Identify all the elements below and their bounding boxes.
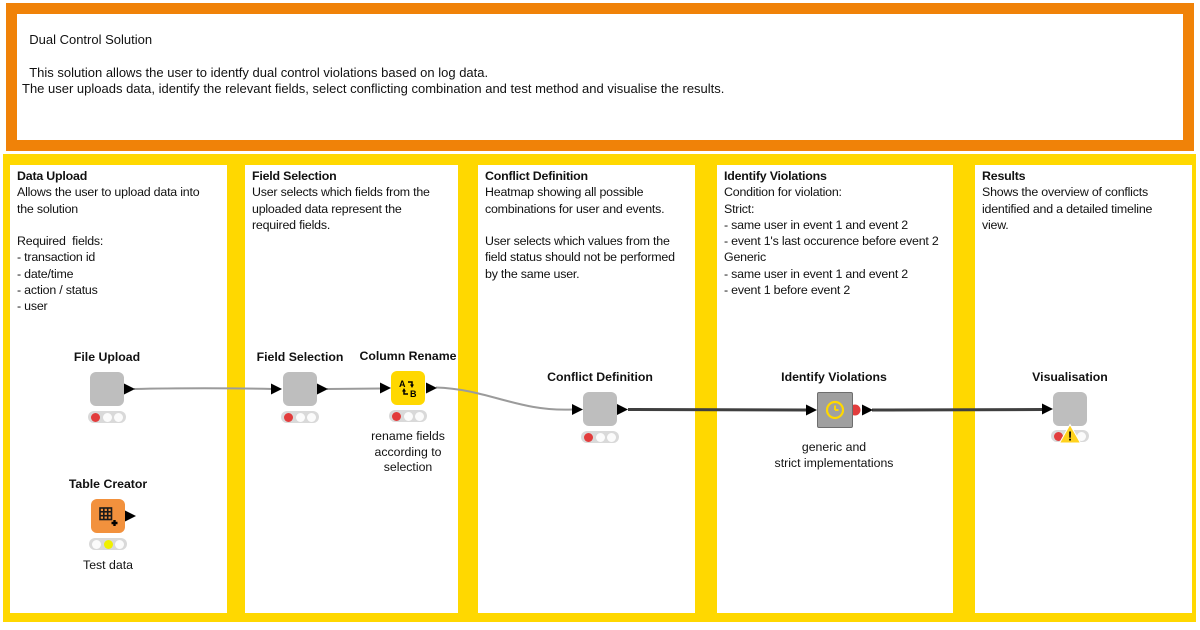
annotation-panel-results: Results Shows the overview of conflicts … bbox=[975, 165, 1192, 613]
connection-fieldselection-columnrename[interactable] bbox=[326, 387, 383, 390]
status-off-dot bbox=[115, 539, 124, 549]
status-red-dot bbox=[1054, 431, 1063, 441]
workflow-title: Dual Control Solution bbox=[29, 31, 153, 47]
status-off-dot bbox=[92, 539, 101, 549]
panel-body: Heatmap showing all possible combination… bbox=[485, 185, 675, 281]
node-visualisation[interactable]: Visualisation ! bbox=[1032, 370, 1108, 444]
status-off-dot bbox=[307, 412, 316, 422]
node-comment: generic and strict implementations bbox=[774, 440, 894, 470]
svg-text:B: B bbox=[410, 389, 417, 399]
node-label: File Upload bbox=[73, 350, 141, 364]
output-port-icon-column-rename[interactable] bbox=[426, 382, 437, 394]
svg-text:A: A bbox=[399, 379, 406, 389]
node-body-visualisation[interactable] bbox=[1053, 392, 1087, 426]
output-port-icon-table-creator[interactable] bbox=[125, 510, 136, 522]
input-port-icon-visualisation[interactable] bbox=[1042, 403, 1053, 415]
input-port-icon-conflict-definition[interactable] bbox=[572, 404, 583, 415]
node-label: Identify Violations bbox=[781, 370, 887, 384]
node-label: Visualisation bbox=[1032, 370, 1108, 384]
input-port-icon-field-selection[interactable] bbox=[271, 383, 282, 395]
status-off-dot bbox=[1077, 431, 1086, 441]
panel-title: Identify Violations bbox=[724, 169, 827, 183]
svg-text:!: ! bbox=[1068, 429, 1072, 444]
node-body-identify-violations[interactable] bbox=[817, 392, 853, 428]
status-off-dot bbox=[403, 411, 413, 421]
workflow-description-annotation: Dual Control Solution This solution allo… bbox=[6, 3, 1194, 151]
output-port-icon-file-upload[interactable] bbox=[124, 383, 135, 395]
status-yellow-dot bbox=[103, 539, 113, 549]
node-table-creator[interactable]: Table Creator Test data bbox=[69, 477, 147, 572]
node-label: Conflict Definition bbox=[547, 370, 653, 384]
panel-body: Condition for violation: Strict: - same … bbox=[724, 185, 939, 298]
node-comment: rename fields according to selection bbox=[371, 429, 445, 474]
table-plus-icon bbox=[99, 507, 118, 526]
output-port-icon-conflict-definition[interactable] bbox=[617, 404, 628, 415]
node-label: Field Selection bbox=[256, 350, 344, 364]
node-body-conflict-definition[interactable] bbox=[583, 392, 617, 426]
panel-title: Results bbox=[982, 169, 1026, 183]
node-body-field-selection[interactable] bbox=[283, 372, 317, 406]
status-red-dot bbox=[91, 412, 100, 422]
panel-body: Shows the overview of conflicts identifi… bbox=[982, 185, 1153, 232]
node-field-selection[interactable]: Field Selection bbox=[257, 350, 343, 423]
annotation-panel-identify-violations: Identify Violations Condition for violat… bbox=[717, 165, 953, 613]
input-port-icon-column-rename[interactable] bbox=[380, 382, 391, 394]
warning-icon: ! bbox=[1058, 423, 1082, 444]
input-port-icon-identify-violations[interactable] bbox=[806, 404, 817, 416]
connection-conflictdefinition-identifyviolations[interactable] bbox=[627, 408, 808, 412]
traffic-light bbox=[89, 538, 127, 550]
traffic-light bbox=[581, 431, 619, 443]
status-red-dot bbox=[584, 432, 593, 442]
status-off-dot bbox=[595, 432, 605, 442]
annotation-panel-conflict-definition: Conflict Definition Heatmap showing all … bbox=[478, 165, 695, 613]
node-label: Column Rename bbox=[359, 349, 457, 363]
traffic-light bbox=[88, 411, 126, 423]
traffic-light bbox=[389, 410, 427, 422]
panel-body: Allows the user to upload data into the … bbox=[17, 185, 200, 314]
traffic-light bbox=[281, 411, 319, 423]
node-file-upload[interactable]: File Upload bbox=[74, 350, 140, 423]
workflow-subtitle: This solution allows the user to identfy… bbox=[22, 64, 725, 97]
node-body-table-creator[interactable] bbox=[91, 499, 125, 533]
node-body-column-rename[interactable]: A B bbox=[391, 371, 425, 405]
column-rename-ab-icon: A B bbox=[399, 379, 417, 399]
node-comment: Test data bbox=[83, 558, 133, 572]
connection-identifyviolations-visualisation[interactable] bbox=[871, 408, 1044, 412]
status-off-dot bbox=[607, 432, 616, 442]
node-column-rename[interactable]: Column Rename A B rename fields accordin… bbox=[359, 349, 456, 474]
panel-title: Field Selection bbox=[252, 169, 337, 183]
status-off-dot bbox=[415, 411, 424, 421]
status-off-dot bbox=[114, 412, 123, 422]
status-red-dot bbox=[284, 412, 293, 422]
clock-icon bbox=[825, 400, 845, 420]
status-off-dot bbox=[102, 412, 112, 422]
node-conflict-definition[interactable]: Conflict Definition bbox=[547, 370, 653, 443]
connection-columnrename-conflictdefinition[interactable] bbox=[435, 386, 574, 411]
panel-title: Conflict Definition bbox=[485, 169, 588, 183]
output-port-icon-field-selection[interactable] bbox=[317, 383, 328, 395]
node-body-file-upload[interactable] bbox=[90, 372, 124, 406]
status-off-dot bbox=[295, 412, 305, 422]
connection-fileupload-fieldselection[interactable] bbox=[133, 387, 274, 390]
status-red-dot bbox=[392, 411, 401, 421]
node-identify-violations[interactable]: Identify Violations generic and strict i… bbox=[775, 370, 894, 470]
panel-body: User selects which fields from the uploa… bbox=[252, 185, 430, 232]
warning-badge: ! bbox=[1058, 423, 1082, 450]
output-port-icon-identify-violations[interactable] bbox=[862, 404, 873, 416]
node-label: Table Creator bbox=[68, 477, 148, 491]
panel-title: Data Upload bbox=[17, 169, 88, 183]
